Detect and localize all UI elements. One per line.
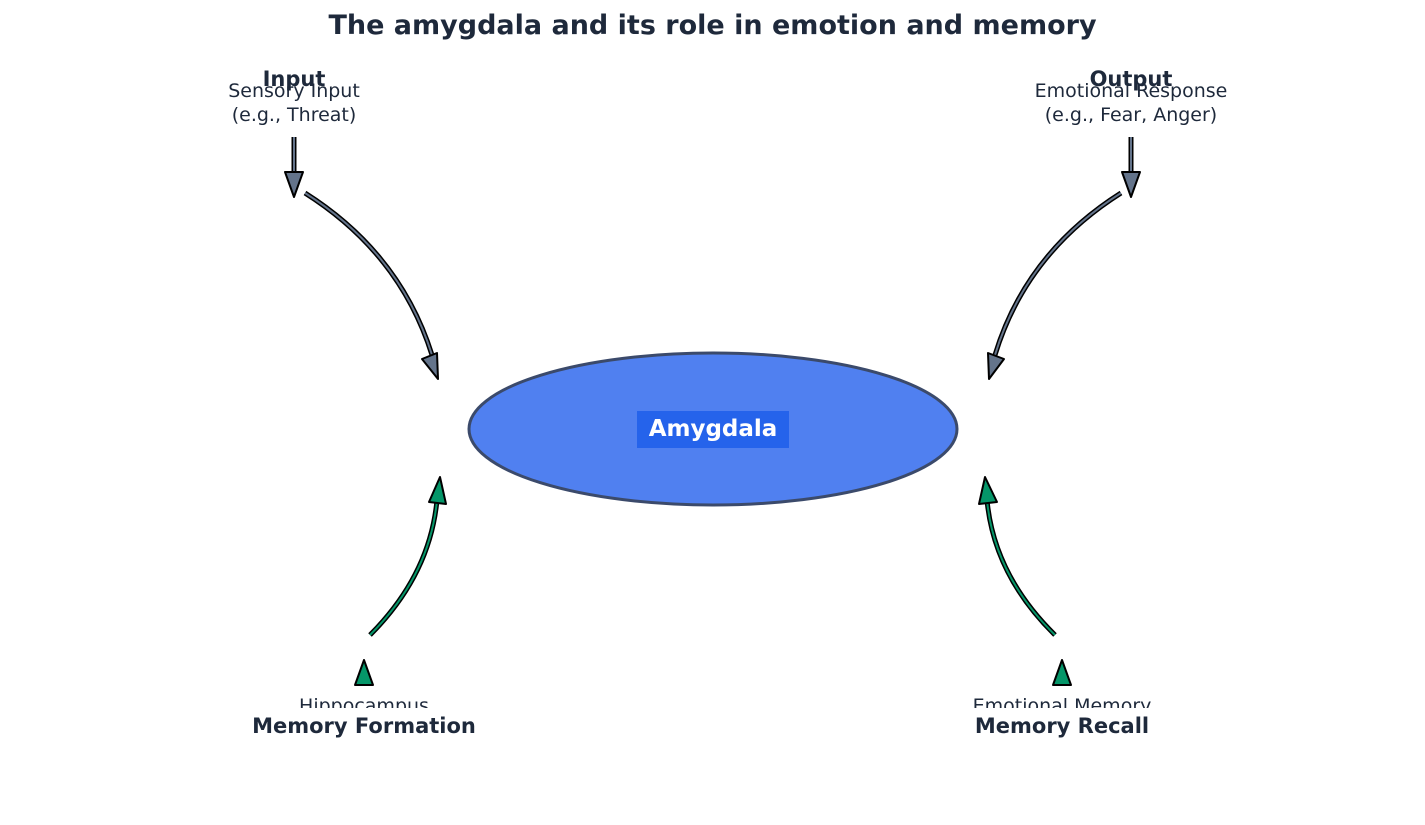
output-heading: Output xyxy=(1089,67,1173,91)
recall-description: Emotional Memory xyxy=(912,694,1212,708)
recall-to-amygdala-arrow xyxy=(978,476,1057,637)
output-curve-arrow xyxy=(987,190,1123,380)
input-line2: (e.g., Threat) xyxy=(231,104,357,126)
diagram-title: The amygdala and its role in emotion and… xyxy=(328,10,1097,41)
recall-line1: Emotional Memory xyxy=(972,695,1152,708)
formation-line1: Hippocampus xyxy=(299,695,429,708)
recall-heading: Memory Recall xyxy=(974,714,1150,738)
formation-heading: Memory Formation xyxy=(252,714,476,738)
output-line1: Emotional Response xyxy=(1034,80,1228,102)
output-down-arrow xyxy=(1121,137,1141,198)
input-line1: Sensory Input xyxy=(228,80,360,102)
output-description: Emotional Response (e.g., Fear, Anger) xyxy=(1006,79,1256,127)
formation-to-amygdala-arrow xyxy=(368,476,447,637)
input-to-amygdala-arrow xyxy=(303,190,439,380)
recall-up-arrowhead xyxy=(1052,659,1072,686)
amygdala-label: Amygdala xyxy=(637,411,789,448)
formation-description: Hippocampus xyxy=(214,694,514,708)
output-line2: (e.g., Fear, Anger) xyxy=(1044,104,1218,126)
formation-up-arrowhead xyxy=(354,659,374,686)
input-heading: Input xyxy=(262,67,326,91)
input-down-arrow xyxy=(284,137,304,198)
input-description: Sensory Input (e.g., Threat) xyxy=(194,79,394,127)
